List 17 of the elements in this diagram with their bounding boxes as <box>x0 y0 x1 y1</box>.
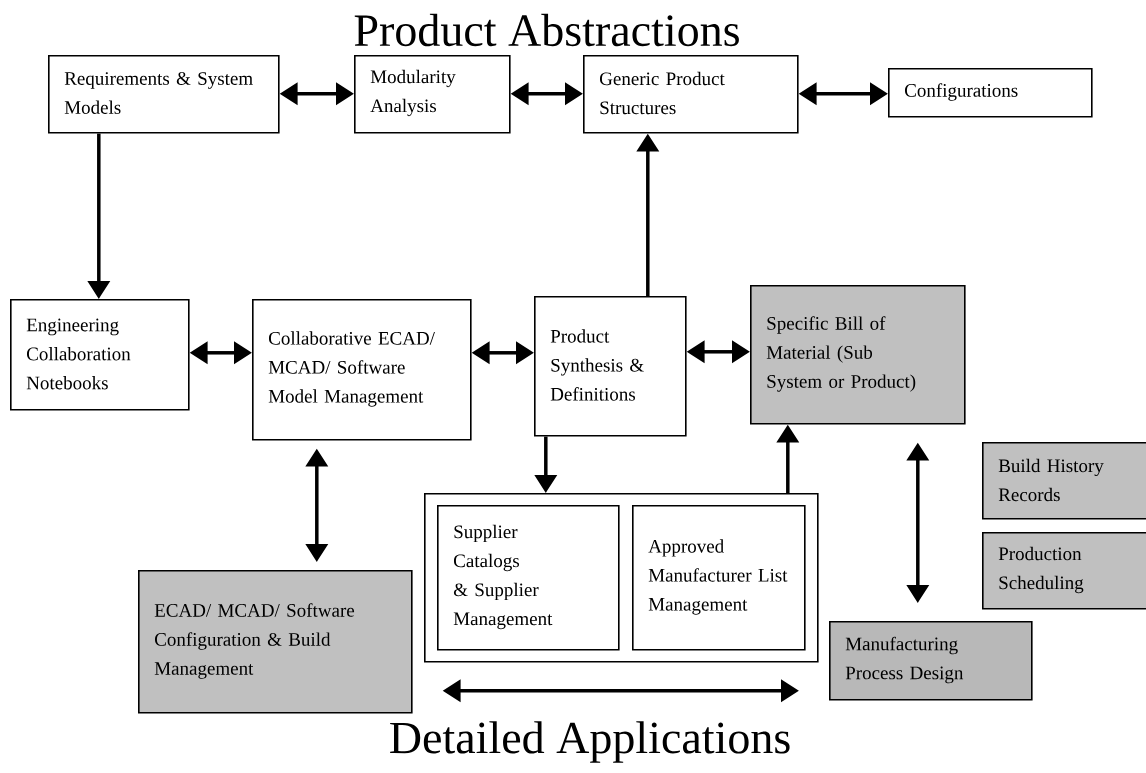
shaded-box: ECAD/ MCAD/ Software Configuration & Build Management <box>138 570 413 714</box>
shaded-box: Production Scheduling <box>982 532 1146 610</box>
process-box: Approved Manufacturer List Management <box>632 505 806 651</box>
process-box: Requirements & System Models <box>48 55 280 134</box>
shaded-box: Manufacturing Process Design <box>829 621 1033 701</box>
process-box: Configurations <box>888 68 1093 118</box>
process-box: Modularity Analysis <box>354 55 511 134</box>
process-box: Generic Product Structures <box>583 55 799 134</box>
title: Product Abstractions <box>354 13 739 47</box>
shaded-box: Specific Bill of Material (Sub System or Product) <box>750 285 966 425</box>
process-box: Product Synthesis & Definitions <box>534 296 687 437</box>
section-heading: Detailed Applications <box>390 721 790 763</box>
process-box: Collaborative ECAD/ MCAD/ Software Model Management <box>252 299 472 441</box>
process-box: Engineering Collaboration Notebooks <box>10 299 190 411</box>
container-box <box>424 493 819 663</box>
process-box: Supplier Catalogs & Supplier Management <box>437 505 620 651</box>
shaded-box: Build History Records <box>982 442 1146 520</box>
